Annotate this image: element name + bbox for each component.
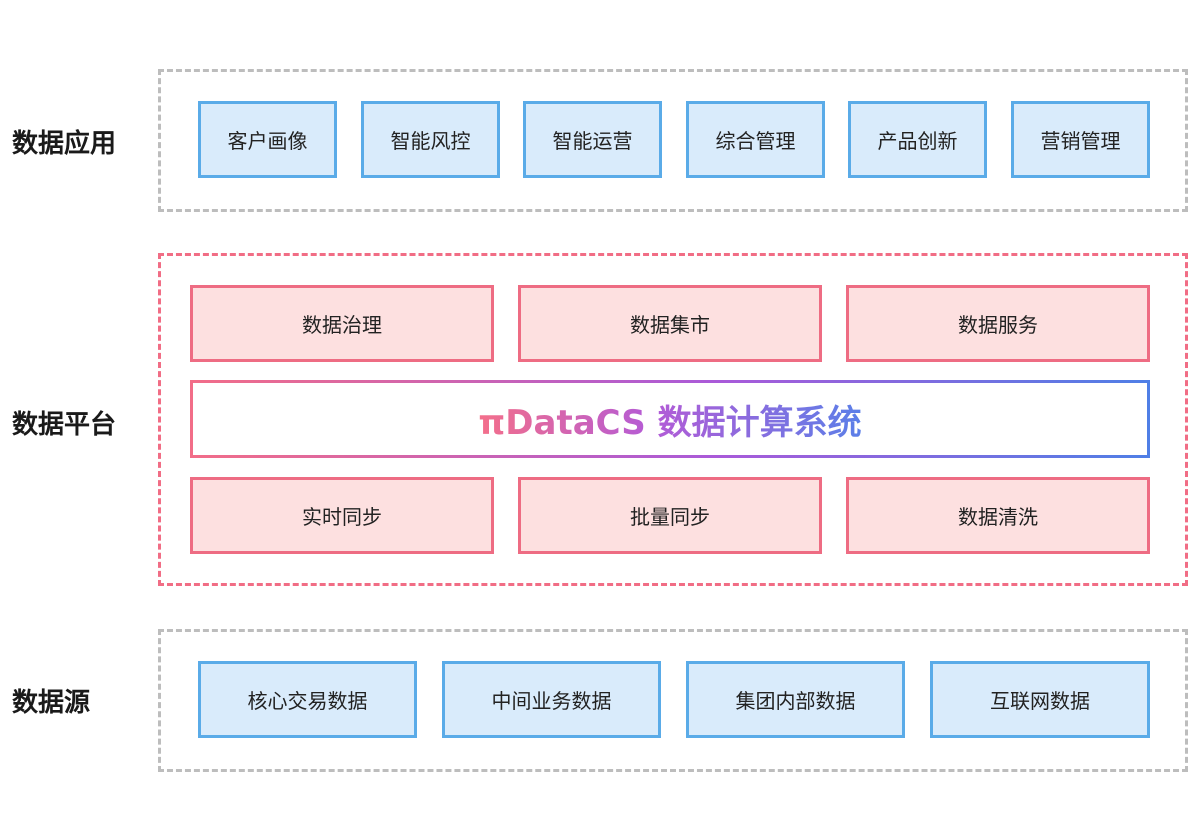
platform-item-data-service: 数据服务 [846, 285, 1150, 362]
platform-item-data-governance: 数据治理 [190, 285, 494, 362]
app-item-smart-operation: 智能运营 [523, 101, 662, 178]
application-layer-frame [158, 69, 1188, 212]
source-item-group-internal: 集团内部数据 [686, 661, 905, 738]
layer-label-application: 数据应用 [12, 129, 117, 159]
source-layer-frame [158, 629, 1188, 772]
source-item-internet: 互联网数据 [930, 661, 1150, 738]
source-item-intermediate-business: 中间业务数据 [442, 661, 661, 738]
layer-label-platform: 数据平台 [12, 410, 117, 440]
app-item-customer-profile: 客户画像 [198, 101, 337, 178]
app-item-product-innovation: 产品创新 [848, 101, 987, 178]
platform-item-batch-sync: 批量同步 [518, 477, 822, 554]
source-item-core-transaction: 核心交易数据 [198, 661, 417, 738]
app-item-marketing-management: 营销管理 [1011, 101, 1150, 178]
platform-layer-frame [158, 253, 1188, 586]
platform-item-data-mart: 数据集市 [518, 285, 822, 362]
platform-item-data-cleansing: 数据清洗 [846, 477, 1150, 554]
platform-item-realtime-sync: 实时同步 [190, 477, 494, 554]
core-computing-system-title: πDataCS 数据计算系统 [478, 395, 861, 444]
core-computing-system-box: πDataCS 数据计算系统 [190, 380, 1150, 458]
app-item-general-management: 综合管理 [686, 101, 825, 178]
app-item-risk-control: 智能风控 [361, 101, 500, 178]
layer-label-source: 数据源 [12, 688, 91, 718]
